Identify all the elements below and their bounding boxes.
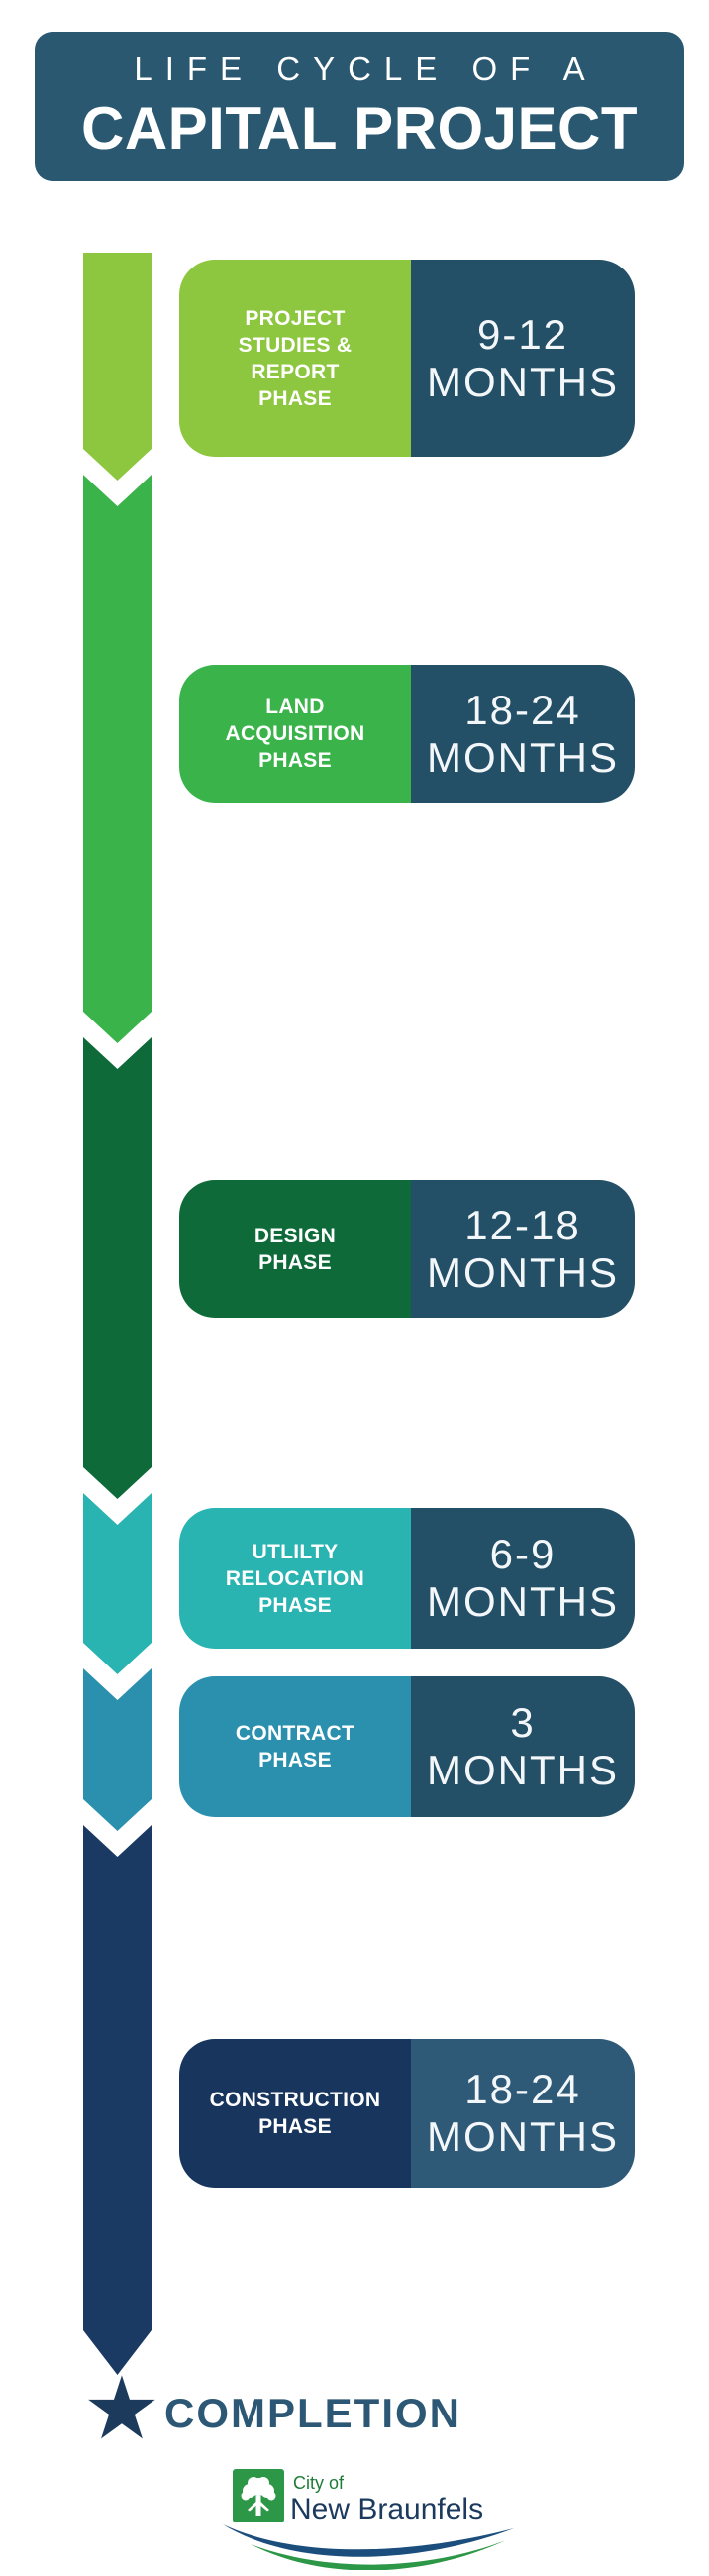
duration-value: 9-12 (476, 310, 569, 358)
phase-name: PROJECT STUDIES & REPORT PHASE (238, 306, 353, 410)
duration-unit: MONTHS (427, 733, 619, 781)
logo-tree-icon (233, 2469, 284, 2522)
phase-name: CONSTRUCTION PHASE (209, 2089, 381, 2138)
duration-value: 18-24 (464, 686, 581, 733)
arrow-segment-2-icon (83, 475, 152, 1043)
logo-new-braunfels-text: New Braunfels (290, 2493, 484, 2525)
phase-name: UTLILTY RELOCATION PHASE (225, 1540, 365, 1617)
phase-card-construction: CONSTRUCTION PHASE 18-24 MONTHS (179, 2039, 635, 2188)
phase-duration-panel: 9-12 MONTHS (411, 260, 635, 457)
header-banner: LIFE CYCLE OF A CAPITAL PROJECT (35, 32, 684, 181)
arrow-segment-5-icon (83, 1668, 152, 1831)
title-line-1: LIFE CYCLE OF A (134, 51, 598, 87)
duration-value: 18-24 (464, 2066, 581, 2112)
phase-name-panel: DESIGN PHASE (179, 1180, 411, 1318)
phase-name: CONTRACT PHASE (235, 1722, 355, 1771)
phase-name: DESIGN PHASE (253, 1224, 337, 1274)
phase-name: LAND ACQUISITION PHASE (225, 696, 365, 772)
phase-duration-panel: 12-18 MONTHS (411, 1180, 635, 1318)
duration-value: 12-18 (464, 1201, 581, 1248)
phase-name-panel: LAND ACQUISITION PHASE (179, 665, 411, 803)
phase-card-land-acquisition: LAND ACQUISITION PHASE 18-24 MONTHS (179, 665, 635, 803)
arrow-segment-3-icon (83, 1037, 152, 1499)
phase-name-panel: UTLILTY RELOCATION PHASE (179, 1508, 411, 1649)
phase-duration-panel: 3 MONTHS (411, 1676, 635, 1817)
duration-unit: MONTHS (427, 2113, 619, 2160)
arrow-segment-6-icon (83, 1825, 152, 2375)
phase-name-panel: CONSTRUCTION PHASE (179, 2039, 411, 2188)
logo-city-of-text: City of (293, 2473, 345, 2493)
duration-value: 3 (510, 1699, 536, 1746)
duration-unit: MONTHS (427, 1747, 619, 1793)
phase-name-panel: PROJECT STUDIES & REPORT PHASE (179, 260, 411, 457)
title-line-2: CAPITAL PROJECT (80, 95, 638, 161)
phase-duration-panel: 6-9 MONTHS (411, 1508, 635, 1649)
completion-label: COMPLETION (164, 2390, 461, 2436)
phase-card-contract: CONTRACT PHASE 3 MONTHS (179, 1676, 635, 1817)
duration-value: 6-9 (489, 1531, 557, 1577)
completion-star-icon: ★ (82, 2357, 161, 2459)
duration-unit: MONTHS (427, 1578, 619, 1625)
arrow-segment-4-icon (83, 1493, 152, 1674)
duration-unit: MONTHS (427, 358, 619, 405)
phase-duration-panel: 18-24 MONTHS (411, 2039, 635, 2188)
arrow-segment-1-icon (83, 253, 152, 481)
phase-name-panel: CONTRACT PHASE (179, 1676, 411, 1817)
phase-card-project-studies: PROJECT STUDIES & REPORT PHASE 9-12 MONT… (179, 260, 635, 457)
duration-unit: MONTHS (427, 1248, 619, 1296)
city-logo: City of New Braunfels (223, 2467, 530, 2572)
logo-swoosh-icon (223, 2524, 514, 2570)
phase-card-design: DESIGN PHASE 12-18 MONTHS (179, 1180, 635, 1318)
phase-card-utility-relocation: UTLILTY RELOCATION PHASE 6-9 MONTHS (179, 1508, 635, 1649)
phase-duration-panel: 18-24 MONTHS (411, 665, 635, 803)
